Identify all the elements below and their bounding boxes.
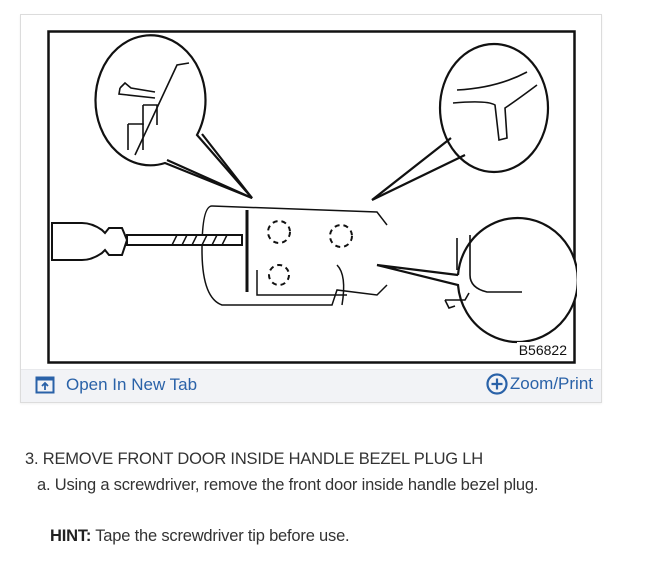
hint-paragraph: HINT: Tape the screwdriver tip before us…	[50, 527, 350, 546]
bezel-plug-diagram	[47, 30, 577, 364]
step-title: 3. REMOVE FRONT DOOR INSIDE HANDLE BEZEL…	[25, 450, 483, 468]
diagram-figure	[47, 30, 577, 365]
figure-id-label: B56822	[516, 342, 569, 358]
zoom-print-link[interactable]: Zoom/Print	[486, 373, 593, 395]
open-in-new-tab-link[interactable]: Open In New Tab	[35, 375, 197, 395]
plus-circle-icon	[486, 373, 508, 395]
open-in-new-tab-label: Open In New Tab	[66, 375, 198, 394]
zoom-print-label: Zoom/Print	[509, 374, 593, 393]
hint-text: Tape the screwdriver tip before use.	[91, 527, 350, 545]
hint-label: HINT:	[50, 527, 92, 545]
open-new-tab-icon	[35, 376, 55, 394]
figure-card: B56822 Open In New Tab Zoom/Print	[20, 14, 602, 403]
substep-text: a. Using a screwdriver, remove the front…	[37, 476, 539, 494]
figure-action-bar: Open In New Tab Zoom/Print	[21, 369, 601, 402]
